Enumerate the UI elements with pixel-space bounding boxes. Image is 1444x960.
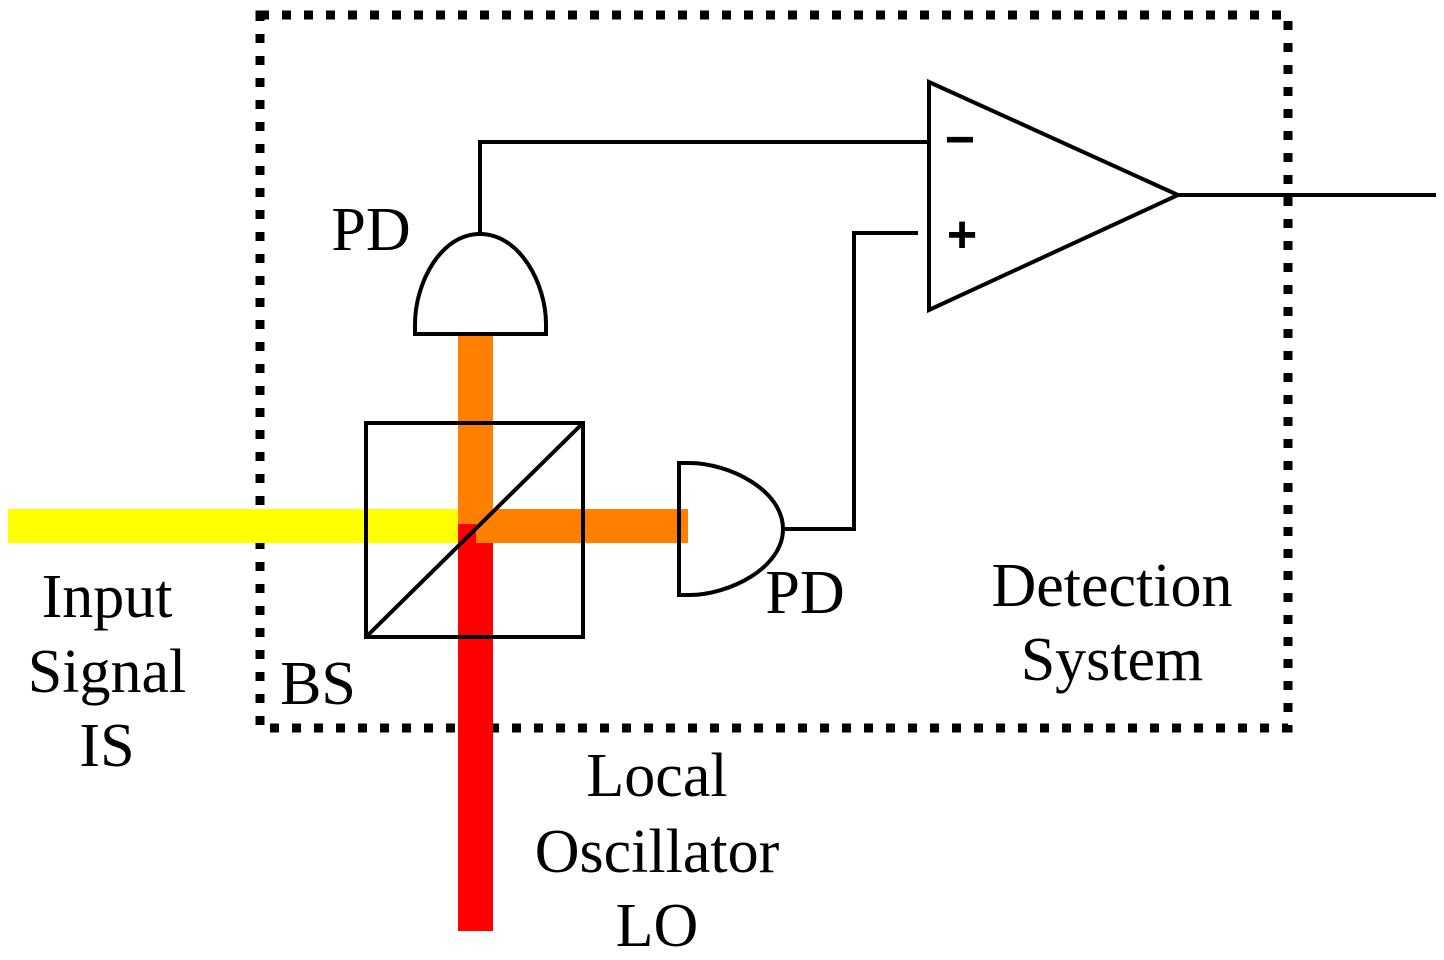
differential-amplifier	[927, 78, 1183, 314]
mixed-beam-vertical	[458, 334, 493, 524]
detection-system-boundary	[255, 10, 1293, 733]
local-oscillator-label-line2: Oscillator	[535, 818, 780, 886]
amplifier-minus-sign: −	[945, 111, 975, 169]
pd-top-label: PD	[331, 196, 410, 264]
input-signal-label-line1: Input	[42, 563, 173, 631]
beam-splitter-cube	[364, 421, 585, 639]
wire-right-pd-to-plus	[783, 231, 918, 531]
photodetector-top	[413, 231, 548, 336]
beam-splitter-diagonal	[364, 421, 585, 639]
beam-splitter-label: BS	[280, 650, 356, 718]
input-signal-label-line3: IS	[79, 712, 134, 780]
pd-right-label: PD	[765, 559, 844, 627]
local-oscillator-label-line1: Local	[586, 742, 727, 810]
detection-system-label-line1: Detection	[991, 552, 1232, 620]
wire-top-pd-to-minus	[478, 140, 930, 234]
photodetector-right	[677, 461, 786, 597]
local-oscillator-beam	[458, 524, 493, 931]
detection-system-label-line2: System	[1021, 626, 1204, 694]
input-signal-label-line2: Signal	[28, 638, 186, 706]
local-oscillator-label-line3: LO	[616, 892, 699, 960]
input-signal-beam	[8, 509, 470, 543]
amplifier-plus-sign: +	[947, 206, 977, 264]
